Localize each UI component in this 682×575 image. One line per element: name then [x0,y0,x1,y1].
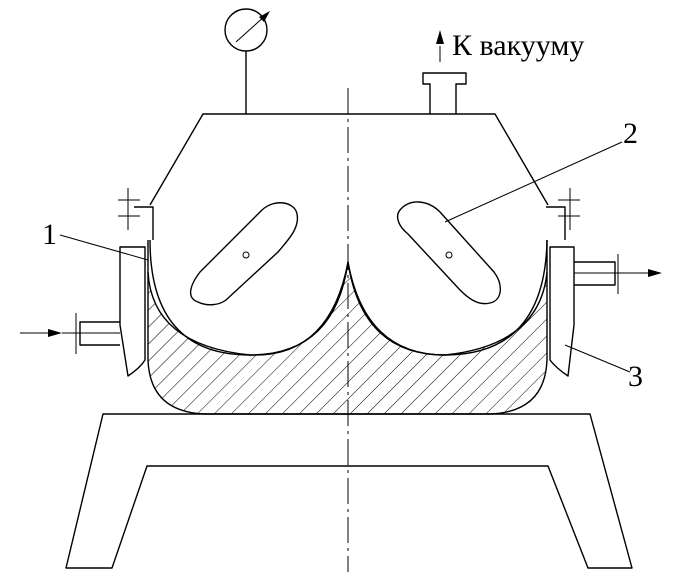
heating-jacket [119,246,575,377]
callout-1: 1 [42,218,57,251]
right-blade [396,201,501,305]
left-blade [190,202,299,306]
leader-lines [59,141,631,373]
mixing-chambers [149,239,548,356]
vacuum-nozzle [422,30,467,114]
pressure-gauge-icon [224,8,270,114]
arrow-right-icon [648,269,662,277]
callout-3: 3 [628,360,643,393]
arrow-up-icon [436,30,444,44]
vacuum-label: К вакууму [452,29,584,62]
arrow-right-icon [48,329,62,337]
stand [65,413,633,569]
lid [118,113,580,240]
inlet-pipe [20,313,120,354]
callout-2: 2 [623,117,638,150]
outlet-pipe [574,254,662,294]
